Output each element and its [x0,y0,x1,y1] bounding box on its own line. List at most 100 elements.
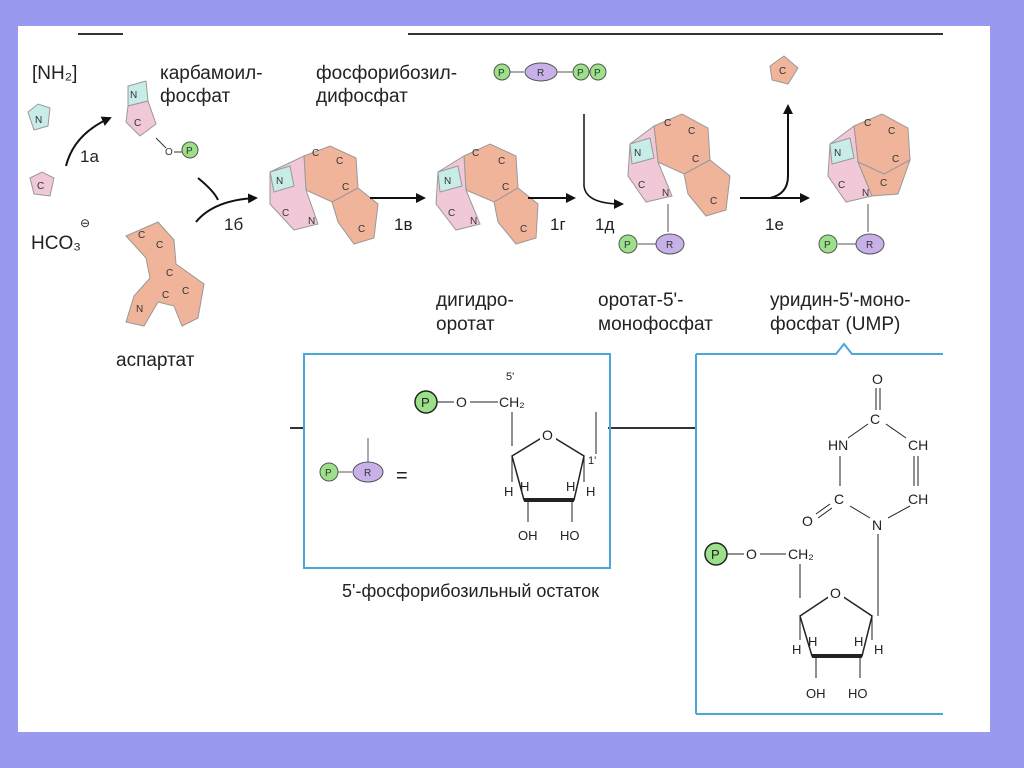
omp-n1-label: N [634,148,641,159]
omp-c5-label: C [710,196,717,207]
pathway-svg: N C N C O P P R P [27,33,943,715]
formula-h1-label: H [504,484,513,499]
ca-n2-label: N [308,216,315,227]
carbamoyl-phosphate-label-1: карбамоил- [160,63,263,84]
formula-ho-label: HO [560,528,580,543]
carbon-fragment: C [29,171,55,197]
omp-c2-label: C [664,118,671,129]
carbamoyl-n-label: N [130,90,137,101]
uracil-c4-label: C [870,411,880,427]
hco3-label: HCO₃ [31,233,81,254]
omp-n2-label: N [662,188,669,199]
omp-c1-label: C [638,180,645,191]
carbamoyl-phosphate-label-2: фосфат [160,86,231,107]
omp-label-2: монофосфат [598,314,713,335]
formula-c5-label: 5' [506,371,514,383]
released-carbon-fragment: C [769,55,799,85]
carbamoyl-p-label: P [186,146,193,157]
formula-ch2-label: CH₂ [499,394,525,410]
dho-n2-label: N [470,216,477,227]
aspartate-c3-label: C [166,268,173,279]
ump-h1-label: H [792,642,801,657]
dho-c4-label: C [502,182,509,193]
dho-c2-label: C [472,148,479,159]
prpp-label-2: дифосфат [316,86,408,107]
phosphoribosyl-residue-legend: P R = [319,438,408,487]
uracil-n1-label: N [872,517,882,533]
legend-r-label: R [364,468,371,479]
aspartate-n-label: N [136,304,143,315]
prpp-r-label: R [537,68,544,79]
omp-structure: N C N C C C C R P [618,113,731,255]
ump-structure: N C N C C C C R P [818,113,911,255]
ump-h2-label: H [874,642,883,657]
formula-h4-label: H [566,479,575,494]
step-1e-label: 1е [765,215,784,234]
ump-oh-label: OH [806,686,826,701]
ump-n1-label: N [834,148,841,159]
ca-c5-label: C [358,224,365,235]
step-1g-label: 1г [550,215,566,234]
released-c-label: C [779,66,786,77]
omp-label-1: оротат-5'- [598,290,684,311]
hco3-charge: ⊖ [80,216,91,230]
dihydroorotate-label-1: дигидро- [436,290,514,311]
arrow-step-1b [195,193,258,223]
ump-h3-label: H [808,634,817,649]
dho-n1-label: N [444,176,451,187]
ump-c2-label: C [864,118,871,129]
aspartate-c2-label: C [156,240,163,251]
carbamoyl-phosphate-circle [181,141,199,159]
ump-label-1: уридин-5'-моно- [770,290,911,311]
prpp-p1-label: P [498,68,505,79]
omp-c3-label: C [688,126,695,137]
carbon-fragment-label: C [37,181,44,192]
ump-ho-label: HO [848,686,868,701]
formula-c1-label: 1' [588,455,596,467]
ump-label-2: фосфат (UMP) [770,314,901,335]
uracil-hn-label: HN [828,437,848,453]
step-1a-label: 1а [80,147,99,166]
ump-formula-p-label: P [711,547,720,562]
carbamoyl-o-label: O [165,147,173,158]
ca-c3-label: C [336,156,343,167]
legend-p-label: P [325,468,332,479]
ca-c2-label: C [312,148,319,159]
formula-ring-o-label: O [542,427,553,443]
phosphoribosyl-box [303,353,611,569]
arrow-co2-release [769,104,793,199]
equals-sign: = [396,465,408,487]
arrow-step-1a [65,116,112,167]
arrow-step-1d [583,114,624,209]
step-1b-label: 1б [224,215,244,234]
formula-p-label: P [421,395,430,410]
dihydroorotate-label-2: оротат [436,314,495,335]
ump-c5-label: C [880,178,887,189]
uracil-ring-formula: O C HN CH C CH O N [802,371,928,616]
ca-c1-label: C [282,208,289,219]
nitrogen-fragment-label: N [35,115,42,126]
ump-c3-label: C [888,126,895,137]
formula-h2-label: H [586,484,595,499]
ump-n2-label: N [862,188,869,199]
carbamoyl-phosphate-structure: N C O P [125,80,199,159]
ump-formula-o-label: O [746,546,757,562]
ump-c1-label: C [838,180,845,191]
ump-c4-label: C [892,154,899,165]
dho-c1-label: C [448,208,455,219]
carbamoyl-aspartate-structure: N C N C C C C [269,145,379,245]
omp-c4-label: C [692,154,699,165]
prpp-structure: P R P P [493,62,607,82]
ump-p-label: P [824,240,831,251]
dihydroorotate-structure: N C N C C C C [435,143,539,245]
dho-c5-label: C [520,224,527,235]
prpp-label-1: фосфорибозил- [316,63,458,84]
nitrogen-fragment: N [27,103,51,131]
step-1d-label: 1д [595,215,615,234]
omp-p-label: P [624,240,631,251]
aspartate-c5-label: C [182,286,189,297]
ump-r-label: R [866,240,873,251]
phosphoribosyl-caption: 5'-фосфорибозильный остаток [342,581,599,601]
ump-formula-ch2-label: CH₂ [788,546,814,562]
aspartate-label: аспартат [116,350,195,371]
